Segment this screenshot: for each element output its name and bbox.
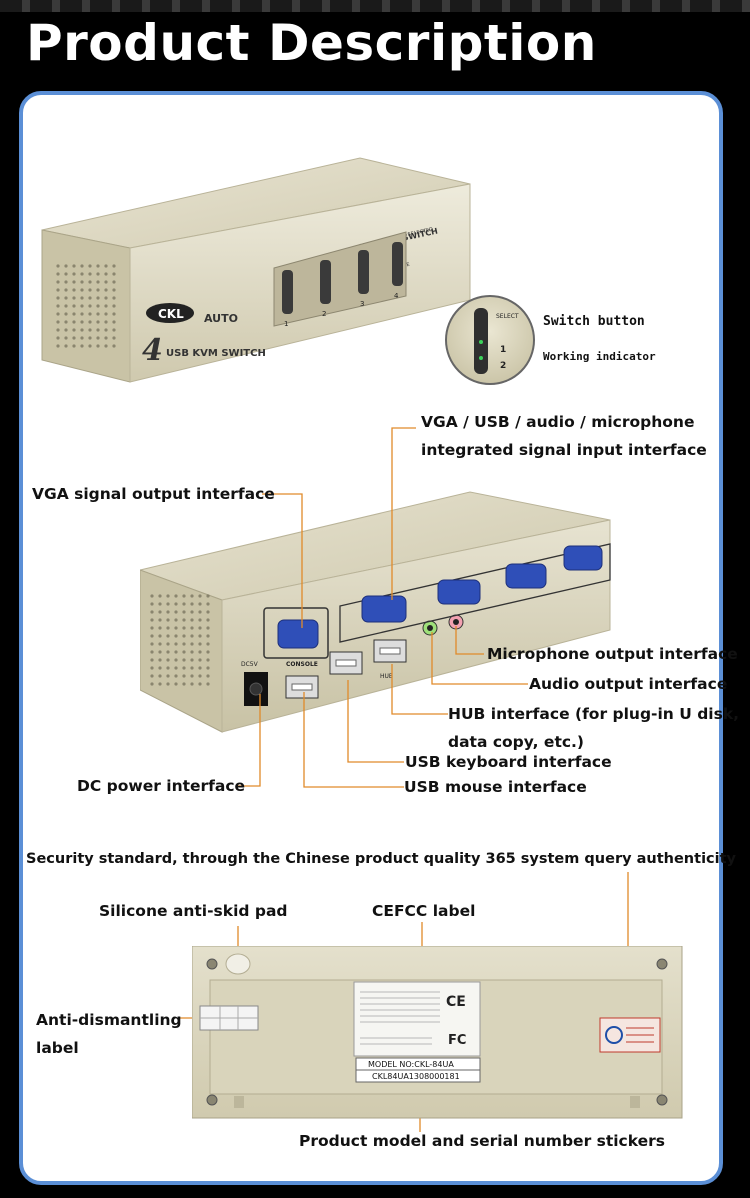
microphone-label: Microphone output interface bbox=[487, 645, 738, 663]
hub-port-text: HUB bbox=[380, 673, 393, 680]
cefcc-label: CEFCC label bbox=[372, 902, 476, 920]
zoom-num-2: 2 bbox=[500, 361, 506, 371]
console-text: CONSOLE bbox=[286, 661, 318, 668]
switch-zoom-callout: SELECT 1 2 bbox=[445, 295, 535, 385]
selected-label: SELECTED bbox=[407, 227, 434, 238]
anti-dismantle-label-line2: label bbox=[36, 1039, 79, 1057]
ce-mark: CE bbox=[446, 994, 466, 1010]
port-number-2: 2 bbox=[322, 310, 326, 318]
model-number-text: MODEL NO:CKL-84UA bbox=[368, 1060, 454, 1069]
dc-power-label: DC power interface bbox=[77, 777, 246, 795]
vga-input-label: VGA / USB / audio / microphone bbox=[421, 413, 695, 431]
switch-button-label: Switch button bbox=[543, 314, 645, 329]
port-number-3: 3 bbox=[360, 300, 364, 308]
silicone-label: Silicone anti-skid pad bbox=[99, 902, 288, 920]
dc-jack-label: DC5V bbox=[241, 661, 259, 668]
rear-device-illustration: DC5V CONSOLE HUB bbox=[140, 491, 611, 733]
front-switch-buttons bbox=[282, 242, 403, 314]
vga-input-label-line2: integrated signal input interface bbox=[421, 441, 707, 459]
vga-output-label: VGA signal output interface bbox=[32, 485, 275, 503]
usb-mouse-label: USB mouse interface bbox=[404, 778, 587, 796]
brand-logo: CKL bbox=[158, 307, 184, 321]
front-device-illustration: CKL AUTO 4 USB KVM SWITCH USB KVM SWITCH… bbox=[41, 157, 471, 383]
top-decorative-strip bbox=[0, 0, 750, 12]
zoom-num-1: 1 bbox=[500, 345, 506, 355]
usb-keyboard-label: USB keyboard interface bbox=[405, 753, 612, 771]
zoom-select-text: SELECT bbox=[496, 313, 519, 320]
model-text: USB KVM SWITCH bbox=[166, 348, 266, 359]
fc-mark: FC bbox=[448, 1033, 466, 1048]
model-digit: 4 bbox=[142, 333, 163, 368]
input-vga-ports bbox=[361, 545, 603, 623]
working-indicator-label: Working indicator bbox=[543, 350, 656, 363]
audio-label: Audio output interface bbox=[529, 675, 728, 693]
hub-label: HUB interface (for plug-in U disk, bbox=[448, 705, 740, 723]
anti-dismantle-label: Anti-dismantling bbox=[36, 1011, 182, 1029]
security-label: Security standard, through the Chinese p… bbox=[26, 851, 736, 867]
sticker-label: Product model and serial number stickers bbox=[299, 1132, 666, 1150]
serial-number-text: CKL84UA1308000181 bbox=[372, 1072, 460, 1081]
page-title: Product Description bbox=[26, 14, 597, 72]
hub-label-line2: data copy, etc.) bbox=[448, 733, 585, 751]
port-number-4: 4 bbox=[394, 292, 399, 300]
bottom-device-illustration: CE FC MODEL NO:CKL-84UA CKL84UA130800018… bbox=[192, 946, 683, 1119]
port-number-1: 1 bbox=[284, 320, 288, 328]
auto-label: AUTO bbox=[204, 312, 238, 325]
